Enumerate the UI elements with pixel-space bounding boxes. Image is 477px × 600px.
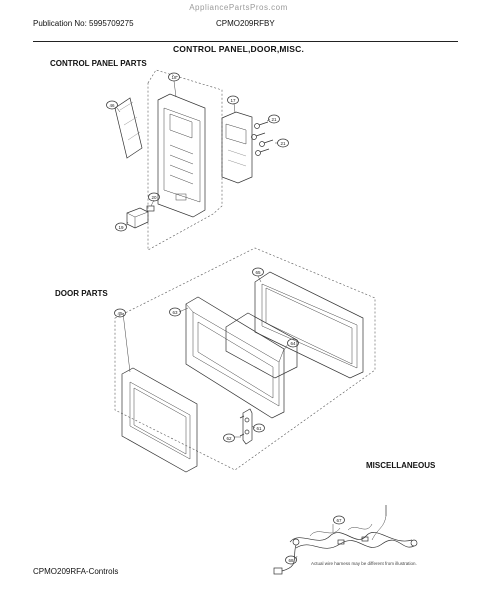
callout-21-top: 21 <box>268 114 280 124</box>
svg-text:68: 68 <box>288 558 294 563</box>
part-20-clip <box>146 205 155 212</box>
callout-65: 65 <box>252 267 264 277</box>
callout-62: 62 <box>223 433 235 443</box>
section-control-panel-title: CONTROL PANEL PARTS <box>50 59 147 68</box>
svg-text:20: 20 <box>151 195 157 200</box>
svg-text:62: 62 <box>226 436 232 441</box>
svg-text:45: 45 <box>117 311 123 316</box>
svg-text:46: 46 <box>109 103 115 108</box>
footer-label: CPMO209RFA-Controls <box>33 567 119 576</box>
callout-21-bottom: 21 <box>277 138 289 148</box>
callout-17: 17 <box>227 95 239 105</box>
svg-text:19: 19 <box>118 225 124 230</box>
svg-text:21: 21 <box>280 141 286 146</box>
part-21-screws <box>251 121 274 156</box>
door-dashed-frame <box>114 247 376 471</box>
callout-68: 68 <box>285 555 297 565</box>
model-number: CPMO209RFBY <box>216 19 275 28</box>
section-misc-title: MISCELLANEOUS <box>366 461 436 470</box>
part-46-membrane <box>114 97 143 159</box>
part-65-door-frame <box>254 271 364 379</box>
callout-45: 45 <box>114 308 126 318</box>
door-group <box>114 247 376 473</box>
callout-18: 18 <box>168 72 180 82</box>
control-panel-dashed-frame <box>147 69 223 251</box>
part-61-62-latch <box>239 408 253 445</box>
part-64-window <box>225 312 298 379</box>
callout-64: 64 <box>287 338 299 348</box>
page-title: CONTROL PANEL,DOOR,MISC. <box>172 44 305 54</box>
callout-63: 63 <box>169 307 181 317</box>
callout-19: 19 <box>115 222 127 232</box>
callout-bubbles: 18 46 17 21 21 20 19 65 63 64 45 61 62 6… <box>106 72 345 565</box>
callout-67: 67 <box>333 515 345 525</box>
svg-text:21: 21 <box>271 117 277 122</box>
svg-text:64: 64 <box>290 341 296 346</box>
part-19-button <box>126 207 149 229</box>
publication-number: Publication No: 5995709275 <box>33 19 134 28</box>
callout-46: 46 <box>106 100 118 110</box>
watermark: AppliancePartsPros.com <box>189 3 288 12</box>
svg-text:61: 61 <box>256 426 262 431</box>
part-45-door-outer <box>121 367 198 473</box>
wire-harness-note: Actual wire harness may be different fro… <box>311 561 417 566</box>
callout-20: 20 <box>148 192 160 202</box>
svg-text:17: 17 <box>230 98 236 103</box>
svg-text:63: 63 <box>172 310 178 315</box>
callout-61: 61 <box>253 423 265 433</box>
control-panel-group <box>114 69 278 251</box>
part-18-control-panel <box>157 93 206 218</box>
wire-harness-group: Actual wire harness may be different fro… <box>273 505 418 575</box>
svg-text:67: 67 <box>336 518 342 523</box>
svg-text:18: 18 <box>171 75 177 80</box>
svg-text:65: 65 <box>255 270 261 275</box>
part-63-inner-panel <box>185 296 285 419</box>
section-door-title: DOOR PARTS <box>55 289 108 298</box>
part-17-control-board <box>221 111 253 184</box>
part-68-plug <box>273 567 283 575</box>
header-divider <box>33 41 458 42</box>
